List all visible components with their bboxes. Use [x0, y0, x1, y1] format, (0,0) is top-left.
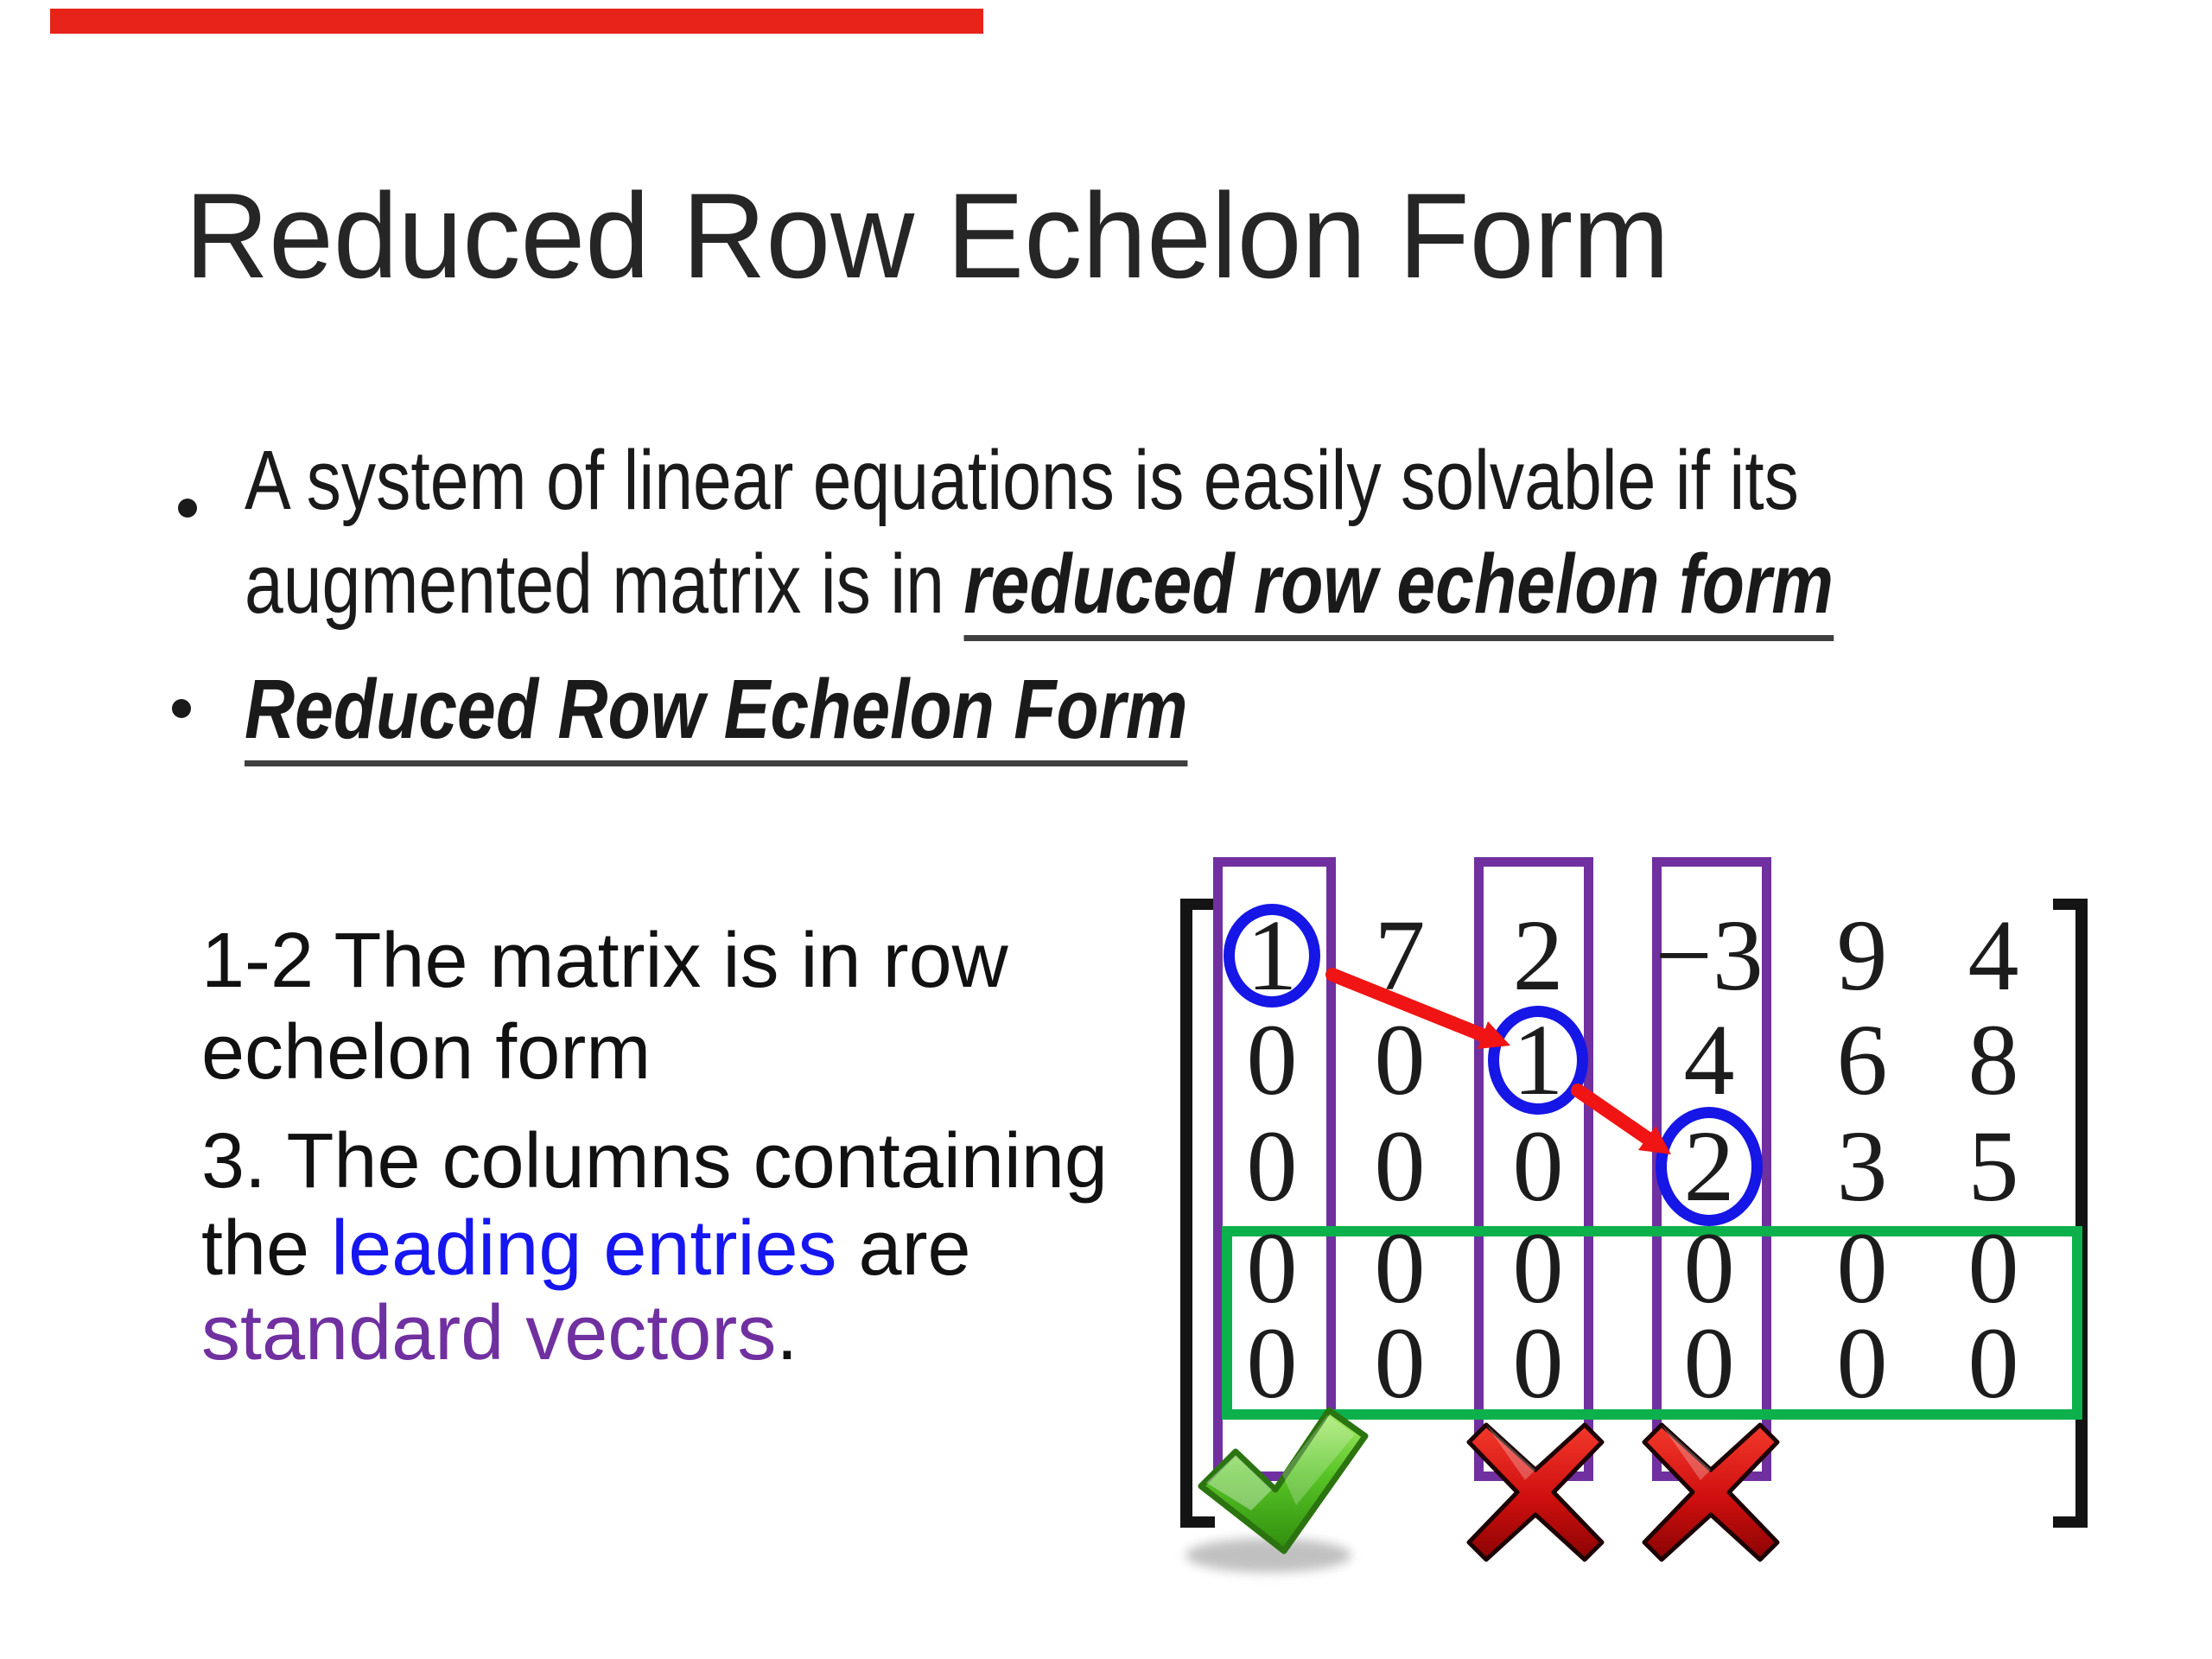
leading-entry-circle — [1656, 1107, 1763, 1226]
bullet-dot — [172, 699, 191, 718]
matrix-cell: 0 — [1374, 1211, 1426, 1325]
note1-line1: 1-2 The matrix is in row — [201, 918, 1008, 1004]
page-title: Reduced Row Echelon Form — [185, 168, 1670, 303]
matrix-cell: 0 — [1967, 1306, 2019, 1420]
matrix-cell: 7 — [1374, 899, 1426, 1012]
note2-line1: 3. The columns containing — [201, 1118, 1108, 1205]
note2-line2-prefix: the — [201, 1205, 332, 1292]
matrix-cell: 4 — [1967, 899, 2019, 1012]
matrix-cell: 0 — [1246, 1306, 1298, 1420]
note1-line2: echelon form — [201, 1009, 652, 1096]
matrix-cell: 5 — [1967, 1109, 2019, 1223]
check-shadow — [1185, 1538, 1351, 1573]
matrix-cell: 0 — [1246, 1003, 1298, 1116]
leading-entry-circle — [1224, 904, 1320, 1007]
top-red-bar — [50, 9, 983, 34]
bullet2-line: Reduced Row Echelon Form — [245, 662, 1188, 766]
note2-line3-suffix: . — [776, 1290, 798, 1376]
matrix-cell: 0 — [1836, 1211, 1888, 1325]
matrix-cell: 8 — [1967, 1003, 2019, 1116]
matrix-cell: 0 — [1512, 1211, 1564, 1325]
leading-entry-circle — [1488, 1006, 1588, 1115]
matrix-cell: 2 — [1512, 899, 1564, 1012]
leading-entries-text: leading entries — [331, 1205, 837, 1292]
matrix-cell: 0 — [1374, 1003, 1426, 1116]
standard-vectors-text: standard vectors — [201, 1290, 777, 1376]
bullet1-line2-prefix: augmented matrix is in — [245, 537, 964, 631]
note2-line2-suffix: are — [836, 1205, 971, 1292]
matrix-cell: 0 — [1246, 1211, 1298, 1325]
matrix-cell: 0 — [1374, 1306, 1426, 1420]
matrix-cell: 6 — [1836, 1003, 1888, 1116]
matrix-cell: 0 — [1246, 1109, 1298, 1223]
matrix-bracket-right — [2053, 899, 2088, 1528]
matrix-cell: 0 — [1683, 1306, 1735, 1420]
matrix-cell: 0 — [1683, 1211, 1735, 1325]
matrix-cell: 0 — [1836, 1306, 1888, 1420]
note2-line3: standard vectors. — [201, 1294, 798, 1372]
matrix-cell: 3 — [1836, 1109, 1888, 1223]
matrix-cell: 0 — [1512, 1306, 1564, 1420]
matrix-cell: 0 — [1512, 1109, 1564, 1223]
bullet-dot — [178, 499, 197, 518]
matrix-cell: 4 — [1683, 1003, 1735, 1116]
matrix-cell: 9 — [1836, 899, 1888, 1012]
bullet1-line2: augmented matrix is in reduced row echel… — [245, 537, 1834, 641]
matrix-bracket-left — [1180, 899, 1215, 1528]
bullet1-line2-emphasis: reduced row echelon form — [963, 537, 1834, 641]
bullet2-text: Reduced Row Echelon Form — [245, 662, 1188, 766]
matrix-cell: 0 — [1374, 1109, 1426, 1223]
bullet1-line1: A system of linear equations is easily s… — [245, 433, 1799, 527]
matrix-cell: −3 — [1655, 899, 1764, 1012]
note2-line2: the leading entries are — [201, 1210, 971, 1287]
matrix-cell: 0 — [1967, 1211, 2019, 1325]
zero-rows-box — [1222, 1226, 2082, 1420]
